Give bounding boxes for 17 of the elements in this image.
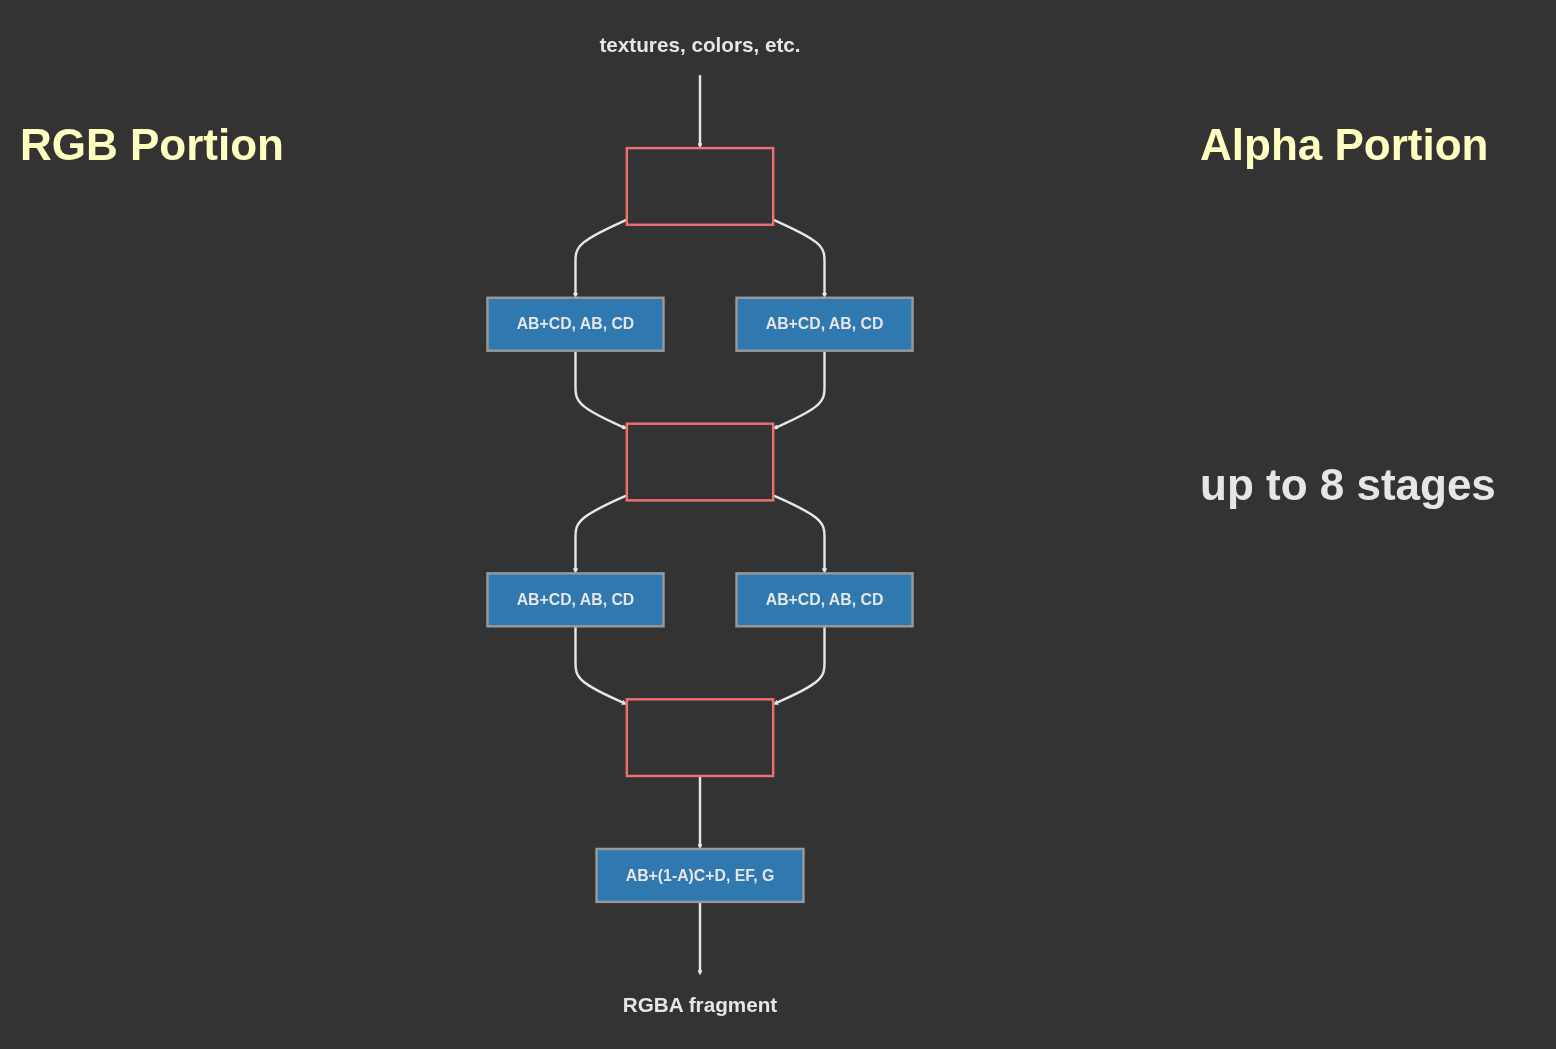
node-box (625, 422, 775, 502)
bracket-label: up to 8 stages (1200, 460, 1496, 510)
node-text: RGBA fragment (622, 993, 778, 1017)
node-box (625, 146, 775, 226)
section-heading: RGB Portion (20, 120, 284, 170)
node-box: AB+CD, AB, CD (735, 572, 914, 628)
arrow (697, 901, 703, 976)
node-box (625, 698, 775, 778)
node-box: AB+CD, AB, CD (735, 296, 914, 352)
arrow (772, 350, 826, 430)
section-heading: Alpha Portion (1200, 120, 1489, 170)
node-text: textures, colors, etc. (599, 33, 801, 57)
node-box: AB+CD, AB, CD (486, 296, 665, 352)
arrow (772, 626, 826, 705)
arrow (697, 75, 703, 149)
node-box: AB+CD, AB, CD (486, 572, 665, 628)
node-box: AB+(1-A)C+D, EF, G (595, 847, 805, 904)
